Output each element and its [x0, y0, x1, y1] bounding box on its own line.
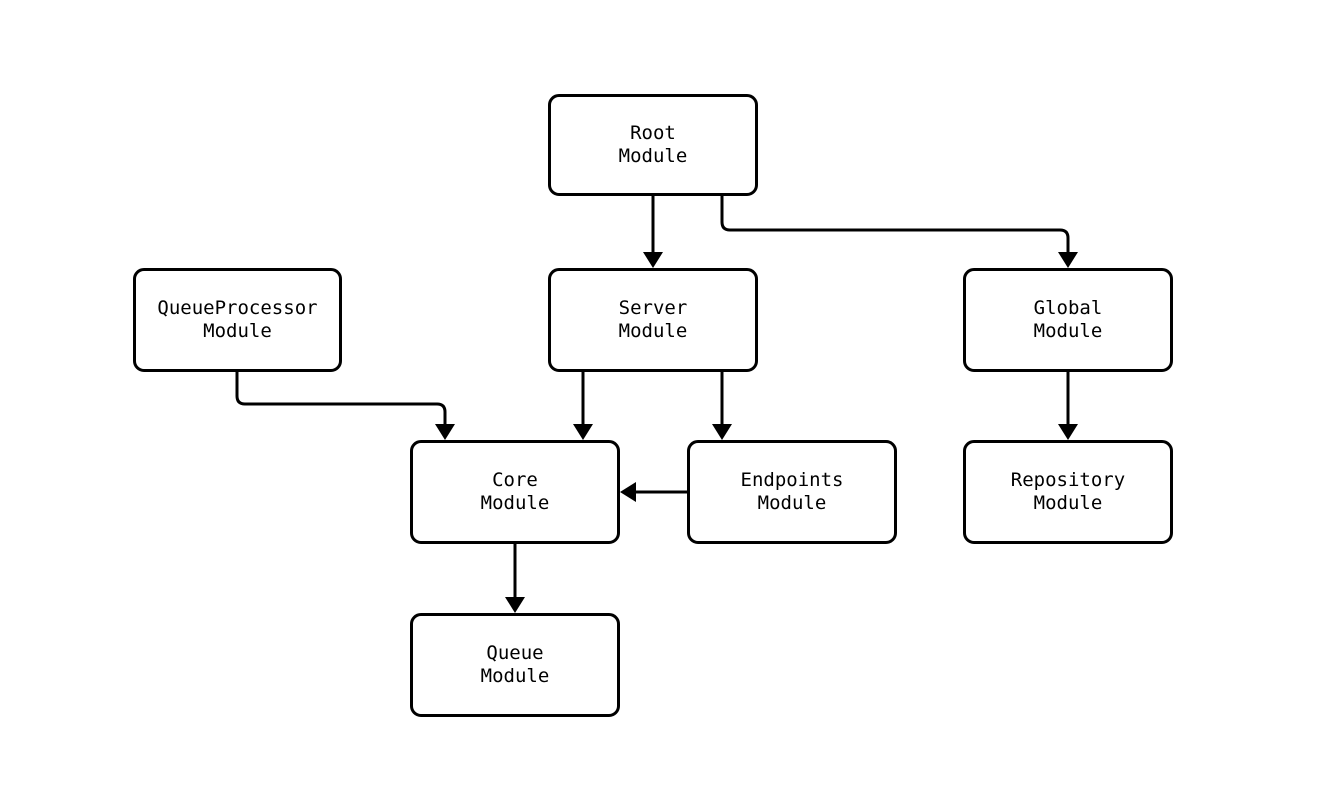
queue-module-label-line1: Queue [486, 642, 544, 664]
edge-endpoints-to-core-arrowhead [620, 482, 636, 502]
edge-server-to-endpoints-arrowhead [712, 424, 732, 440]
edge-server-to-core-arrowhead [573, 424, 593, 440]
root-module-node[interactable]: Root Module [548, 94, 758, 196]
root-module-label-line2: Module [618, 145, 688, 167]
queue-module-node[interactable]: Queue Module [410, 613, 620, 717]
queueprocessor-module-label-line1: QueueProcessor [157, 297, 318, 319]
queueprocessor-module-node[interactable]: QueueProcessor Module [133, 268, 342, 372]
core-module-label-line2: Module [480, 492, 550, 514]
edge-root-to-global [720, 196, 1070, 252]
root-module-label-line1: Root [630, 122, 676, 144]
global-module-node[interactable]: Global Module [963, 268, 1173, 372]
repository-module-label-line2: Module [1033, 492, 1103, 514]
edge-core-to-queue-arrowhead [505, 597, 525, 613]
server-module-label-line1: Server [618, 297, 688, 319]
edge-queueprocessor-to-core [235, 372, 447, 424]
core-module-node[interactable]: Core Module [410, 440, 620, 544]
edge-global-to-repository-arrowhead [1058, 424, 1078, 440]
endpoints-module-node[interactable]: Endpoints Module [687, 440, 897, 544]
global-module-label-line2: Module [1033, 320, 1103, 342]
core-module-label-line1: Core [492, 469, 538, 491]
edge-root-to-server-arrowhead [643, 252, 663, 268]
endpoints-module-label-line2: Module [757, 492, 827, 514]
repository-module-label-line1: Repository [1010, 469, 1126, 491]
server-module-node[interactable]: Server Module [548, 268, 758, 372]
repository-module-node[interactable]: Repository Module [963, 440, 1173, 544]
global-module-label-line1: Global [1033, 297, 1103, 319]
edge-root-to-global-arrowhead [1058, 252, 1078, 268]
server-module-label-line2: Module [618, 320, 688, 342]
endpoints-module-label-line1: Endpoints [740, 469, 844, 491]
queueprocessor-module-label-line2: Module [203, 320, 272, 342]
queue-module-label-line2: Module [480, 665, 550, 687]
edge-queueprocessor-to-core-arrowhead [435, 424, 455, 440]
